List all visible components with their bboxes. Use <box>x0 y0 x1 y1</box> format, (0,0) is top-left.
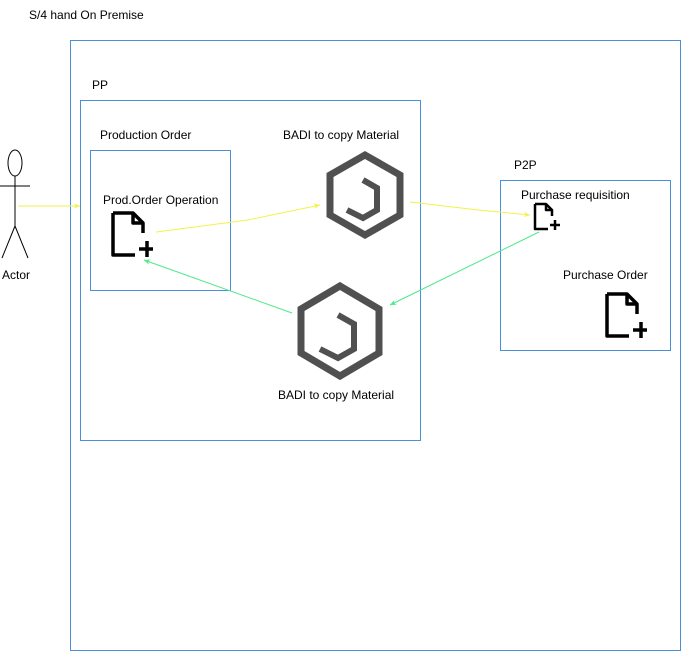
purchase-requisition-document-plus-icon[interactable] <box>533 202 561 232</box>
prod-order-operation-label: Prod.Order Operation <box>103 193 219 207</box>
purchase-order-label: Purchase Order <box>563 268 648 282</box>
pp-label: PP <box>92 78 109 92</box>
production-order-label: Production Order <box>100 128 192 142</box>
p2p-label: P2P <box>514 158 537 172</box>
purchase-requisition-label: Purchase requisition <box>521 188 630 202</box>
prod-order-operation-document-plus-icon[interactable] <box>111 211 155 259</box>
badi-bottom-label: BADI to copy Material <box>278 388 395 402</box>
badi-top-label: BADI to copy Material <box>283 128 400 142</box>
purchase-order-document-plus-icon[interactable] <box>605 292 649 340</box>
actor-label: Actor <box>2 268 31 282</box>
badi-bottom-hexagon-cube-icon[interactable] <box>296 281 384 381</box>
stick-figure-icon[interactable] <box>0 148 32 268</box>
diagram-title: S/4 hand On Premise <box>29 8 144 22</box>
badi-top-hexagon-cube-icon[interactable] <box>325 150 405 240</box>
